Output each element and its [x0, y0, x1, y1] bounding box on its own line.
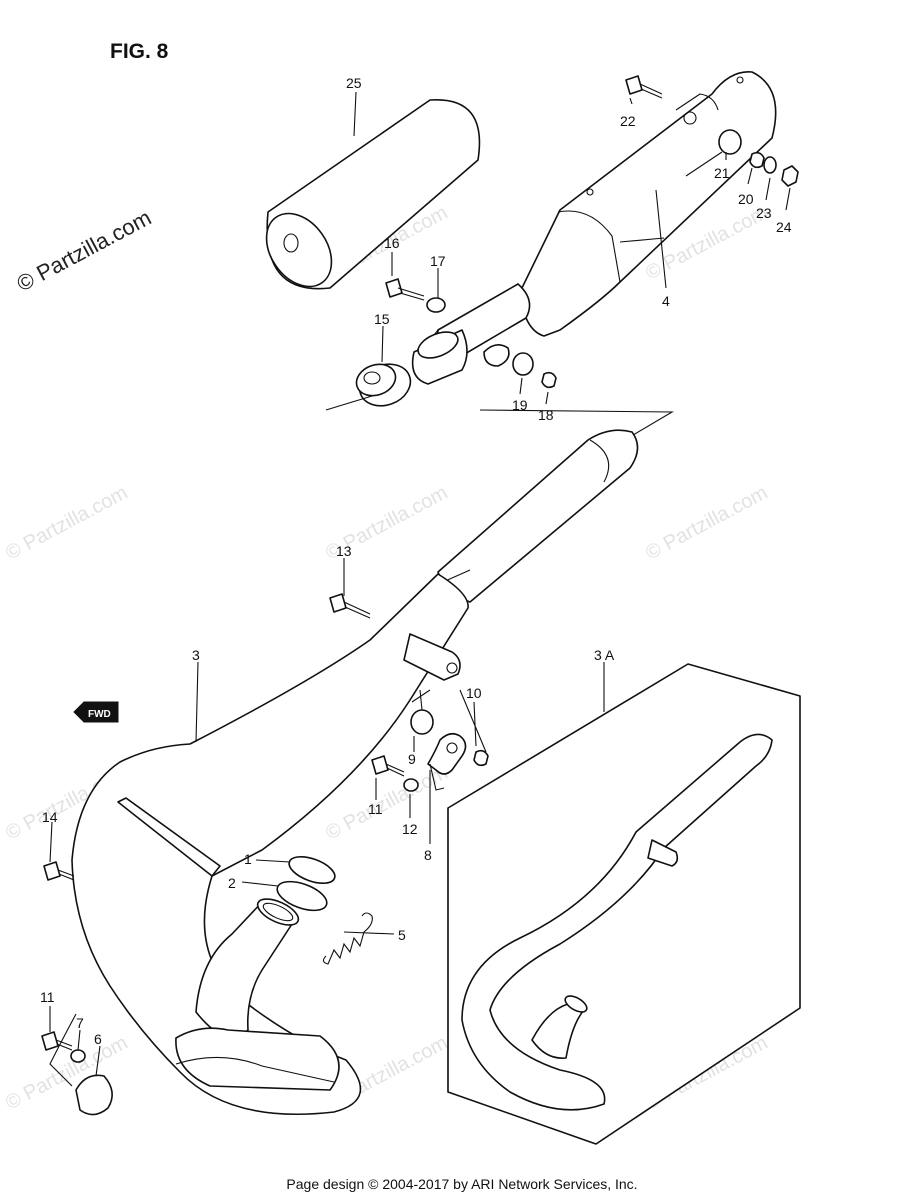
callout-7: 7: [76, 1015, 84, 1031]
fwd-label: FWD: [88, 709, 111, 720]
partzilla-watermark: © Partzilla.com: [13, 205, 156, 297]
callout-12: 12: [402, 821, 418, 837]
callout-5: 5: [398, 927, 406, 943]
callout-6: 6: [94, 1031, 102, 1047]
callout-24: 24: [776, 219, 792, 235]
callout-16: 16: [384, 235, 400, 251]
watermark: © Partzilla.com: [2, 482, 131, 565]
part-23-washer: [763, 156, 777, 174]
part-21-grommet: [718, 129, 742, 155]
callout-15: 15: [374, 311, 390, 327]
part-13-bolt: [329, 593, 371, 619]
part-9-grommet: [410, 709, 434, 735]
part-11-bolt-lower: [41, 1031, 73, 1051]
page-footer: Page design © 2004-2017 by ARI Network S…: [286, 1176, 638, 1192]
callout-19: 19: [512, 397, 528, 413]
part-10-collar: [473, 749, 489, 767]
part-8-bracket: [427, 732, 467, 791]
watermark: © Partzilla.com: [642, 482, 771, 565]
callout-8: 8: [424, 847, 432, 863]
part-6-cap: [75, 1074, 113, 1116]
callout-18: 18: [538, 407, 554, 423]
callout-21: 21: [714, 165, 730, 181]
callout-11-lower: 11: [40, 989, 55, 1005]
callout-3: 3: [192, 647, 200, 663]
callout-13: 13: [336, 543, 352, 559]
part-19-grommet: [512, 352, 534, 376]
part-2-gasket: [276, 880, 328, 912]
callout-4: 4: [662, 293, 670, 309]
part-25-muffler-packing: [265, 99, 481, 290]
leader-lines: [49, 91, 791, 1087]
callout-10: 10: [466, 685, 482, 701]
part-17-washer: [426, 297, 446, 313]
part-3a-pipe-assembly: [447, 663, 801, 1145]
callout-17: 17: [430, 253, 446, 269]
callout-14: 14: [42, 809, 58, 825]
part-12-washer: [403, 778, 419, 792]
callout-11-upper: 11: [368, 801, 383, 817]
part-22-bolt: [625, 75, 663, 99]
figure-title: FIG. 8: [110, 40, 169, 63]
part-3-exhaust-pipe: [71, 429, 639, 1116]
part-18-collar: [541, 371, 557, 389]
part-24-nut: [781, 165, 799, 187]
fwd-arrow-icon: FWD: [73, 701, 119, 723]
callout-9: 9: [408, 751, 416, 767]
part-15-grommet: [355, 363, 412, 407]
part-11-bolt-upper: [371, 755, 405, 777]
callouts: 25 22 21 20 23 24 4 16 17 15 19 18 13 3 …: [40, 75, 792, 1047]
callout-25: 25: [346, 75, 362, 91]
callout-22: 22: [620, 113, 636, 129]
callout-20: 20: [738, 191, 754, 207]
part-14-bolt: [43, 861, 75, 881]
part-4-silencer: [429, 71, 777, 359]
part-5-spring: [322, 912, 373, 965]
tail-sleeve: [411, 329, 510, 385]
callout-3a: 3 A: [594, 647, 615, 663]
part-7-washer: [70, 1049, 86, 1063]
part-16-bolt: [385, 278, 425, 301]
callout-23: 23: [756, 205, 772, 221]
assembly-bracket: [325, 395, 674, 439]
callout-1: 1: [244, 851, 252, 867]
callout-2: 2: [228, 875, 236, 891]
part-20-collar: [749, 151, 765, 169]
